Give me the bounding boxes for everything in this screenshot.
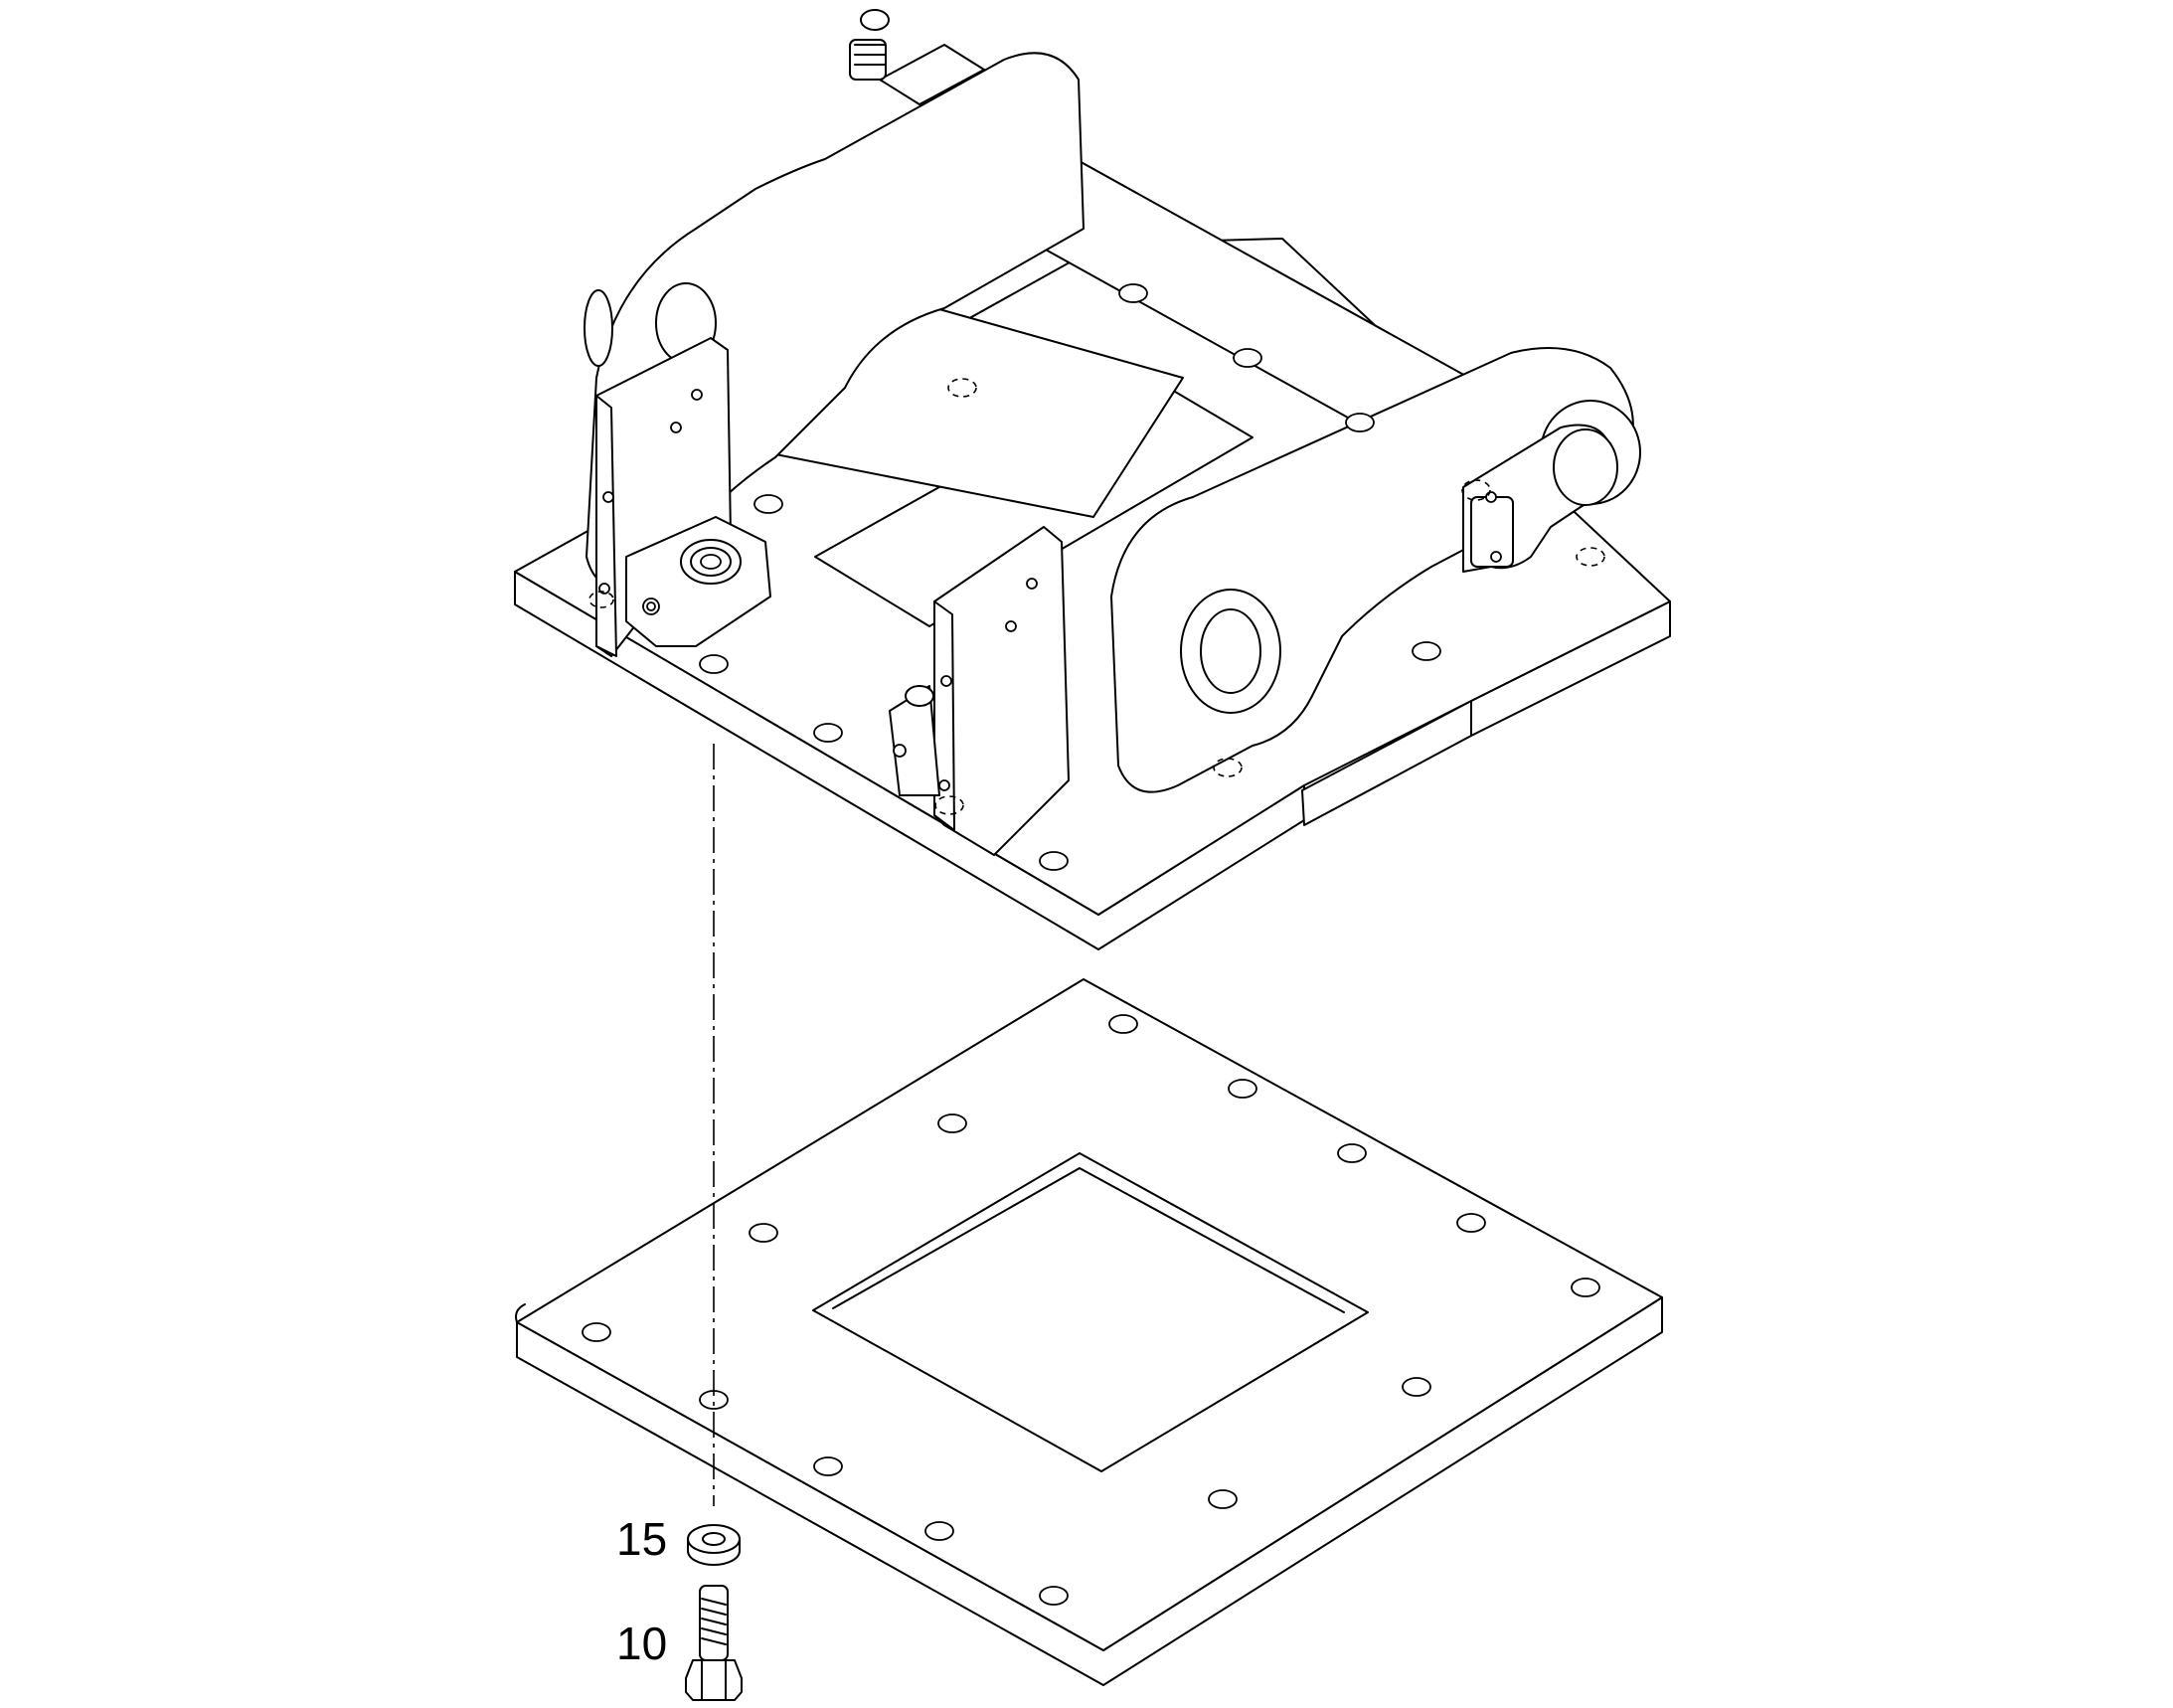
callout-washer: 15	[616, 1513, 668, 1565]
hex-bolt-icon	[685, 1585, 743, 1701]
rear-link-bore	[1553, 428, 1618, 506]
adapter-plate-cutout-edge	[832, 1167, 1345, 1313]
bolt-hex-head	[685, 1659, 743, 1701]
fitting-body	[879, 44, 985, 105]
adapter-plate-holes	[582, 1014, 1600, 1606]
adapter-plate-cutout	[812, 1152, 1369, 1472]
adapter-plate	[515, 978, 1663, 1686]
fitting-ring	[860, 9, 890, 31]
washer-icon	[687, 1524, 741, 1566]
adapter-plate-corner	[515, 1303, 526, 1323]
right-lock-bracket	[933, 526, 1070, 856]
left-ear-boss	[584, 289, 613, 367]
left-hidden-hole	[588, 591, 614, 608]
quick-coupler	[514, 9, 1671, 950]
left-latch-housing	[588, 516, 771, 647]
rear-hook-link	[1461, 424, 1618, 573]
callout-bolt: 10	[616, 1618, 668, 1669]
coupler-base-holes	[699, 283, 1441, 871]
right-ear-bore	[1200, 608, 1261, 694]
rear-hidden-hole-1	[1461, 479, 1491, 501]
rear-hidden-hole-2	[1576, 547, 1605, 567]
right-latch-housing	[889, 685, 964, 815]
washer-hole	[702, 1532, 726, 1546]
hydraulic-fitting	[849, 9, 985, 105]
right-hidden-hole	[934, 795, 964, 815]
fitting-nut	[849, 39, 887, 81]
